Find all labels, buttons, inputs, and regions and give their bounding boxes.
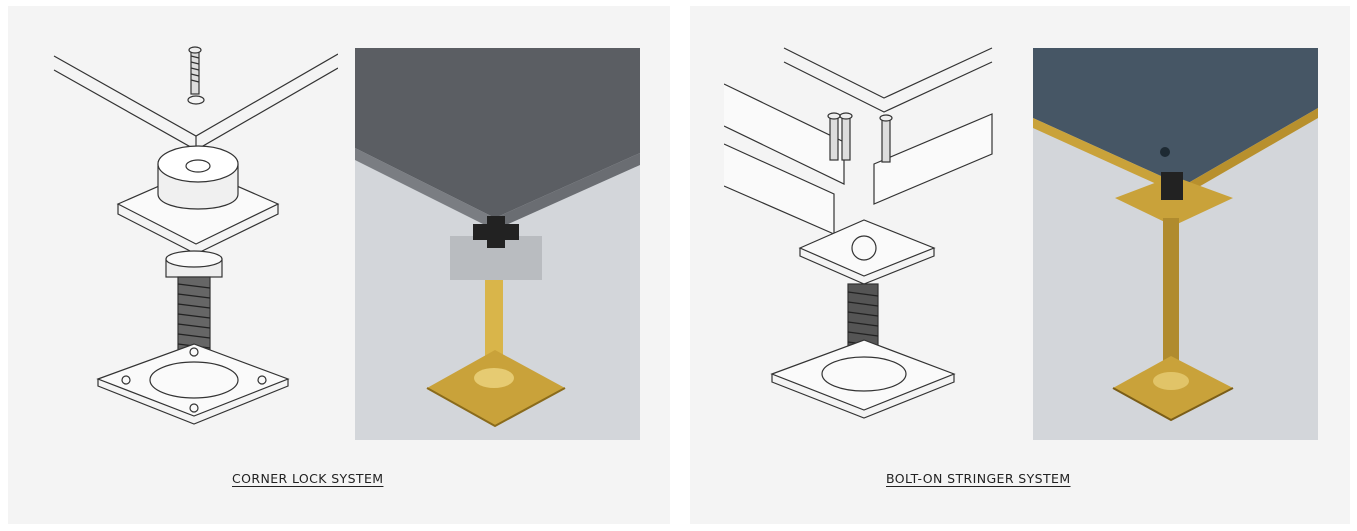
stringer-drawing — [724, 44, 1016, 444]
corner-lock-photo — [355, 48, 640, 440]
corner-lock-drawing — [48, 44, 338, 444]
stringer-photo — [1033, 48, 1318, 440]
corner-lock-caption: CORNER LOCK SYSTEM — [232, 471, 384, 486]
stringer-caption: BOLT-ON STRINGER SYSTEM — [886, 471, 1071, 486]
